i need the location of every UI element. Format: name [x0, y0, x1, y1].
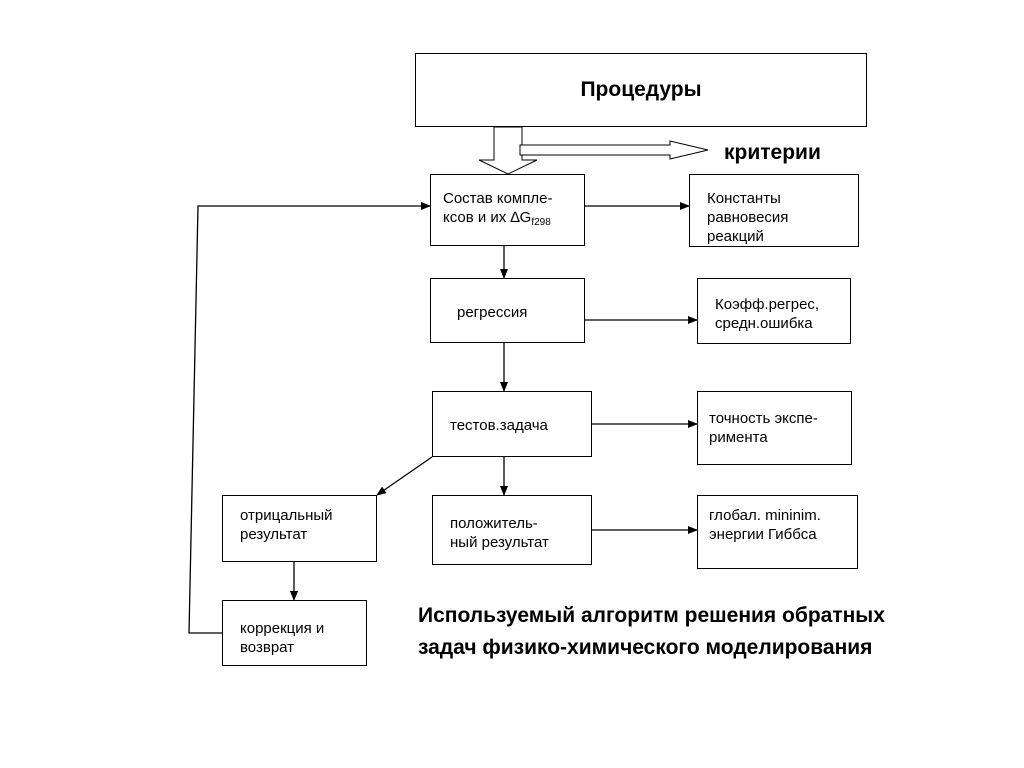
criteria-label: критерии — [724, 141, 821, 164]
negative-line2: результат — [240, 526, 308, 543]
correction-line1: коррекция и — [240, 620, 325, 637]
regression-label: регрессия — [457, 304, 528, 321]
accuracy-line1: точность экспе- — [709, 410, 818, 427]
arrow-correction-return — [188, 202, 431, 634]
accuracy-box: точность экспе- римента — [697, 391, 852, 465]
constants-line2: равновесия — [707, 209, 789, 226]
diagram-caption: Используемый алгоритм решения обратных з… — [418, 600, 1018, 664]
negative-result-box: отрицальный результат — [222, 495, 377, 562]
positive-line2: ный результат — [450, 534, 549, 551]
composition-box: Состав компле- ксов и их ∆Gf298 — [430, 174, 585, 246]
global-min-line1: глобал. mininim. — [709, 507, 821, 524]
caption-line2: задач физико-химического моделирования — [418, 636, 873, 659]
caption-line1: Используемый алгоритм решения обратных — [418, 604, 885, 627]
regression-box: регрессия — [430, 278, 585, 343]
constants-line3: реакций — [707, 228, 764, 245]
constants-line1: Константы — [707, 190, 781, 207]
positive-result-box: положитель- ный результат — [432, 495, 592, 565]
positive-line1: положитель- — [450, 515, 538, 532]
composition-line2: ксов и их ∆Gf298 — [443, 209, 551, 228]
coefficients-line2: средн.ошибка — [715, 315, 813, 332]
correction-box: коррекция и возврат — [222, 600, 367, 666]
coefficients-line1: Коэфф.регрес, — [715, 296, 820, 313]
hollow-right-arrow — [519, 140, 709, 160]
global-min-box: глобал. mininim. энергии Гиббса — [697, 495, 858, 569]
arrow-test-negative — [376, 456, 433, 496]
composition-line1: Состав компле- — [443, 190, 553, 207]
accuracy-line2: римента — [709, 429, 768, 446]
coefficients-box: Коэфф.регрес, средн.ошибка — [697, 278, 851, 344]
hollow-down-arrow — [478, 126, 538, 175]
constants-box: Константы равновесия реакций — [689, 174, 859, 247]
test-task-box: тестов.задача — [432, 391, 592, 457]
correction-line2: возврат — [240, 639, 295, 656]
negative-line1: отрицальный — [240, 507, 333, 524]
global-min-line2: энергии Гиббса — [709, 526, 817, 543]
test-task-label: тестов.задача — [450, 417, 548, 434]
procedures-title: Процедуры — [580, 78, 702, 101]
procedures-box: Процедуры — [415, 53, 867, 127]
